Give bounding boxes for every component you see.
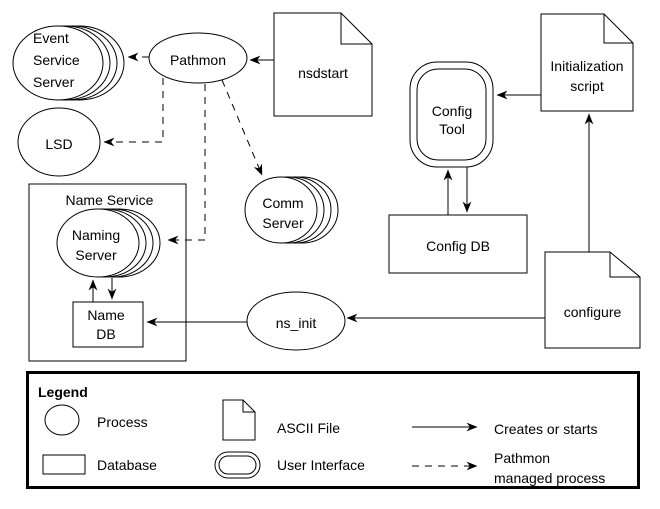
- legend-creates-or-starts-label: Creates or starts: [494, 421, 598, 437]
- dashed-arrow-pathmon-to-commserver: [221, 79, 263, 176]
- name-db-label: Name DB: [87, 307, 125, 342]
- name-db-rect: [72, 301, 144, 348]
- comm-server-label: Comm Server: [262, 195, 304, 231]
- event-service-server-stack: [12, 25, 125, 101]
- config-tool-label: Config Tool: [431, 103, 473, 137]
- legend-process-label: Process: [97, 414, 148, 430]
- legend-user-interface-label: User Interface: [277, 457, 365, 473]
- lsd-label: LSD: [45, 136, 73, 152]
- name-service-label: Name Service: [65, 192, 154, 208]
- config-db-rect: [388, 214, 528, 274]
- process-ellipse-icon: [44, 404, 80, 436]
- ns-init-label: ns_init: [275, 315, 317, 331]
- nsdstart-label: nsdstart: [298, 65, 348, 81]
- pathmon-label: Pathmon: [169, 52, 227, 68]
- configure-label: configure: [563, 304, 622, 320]
- configure-file-icon: [544, 251, 641, 349]
- legend-ascii-file-label: ASCII File: [277, 420, 341, 436]
- ns-init-ellipse: [246, 291, 346, 351]
- config-db-label: Config DB: [426, 238, 490, 254]
- naming-server-stack: [56, 208, 161, 278]
- config-tool-ui-icon: [409, 61, 494, 168]
- database-rect-icon: [42, 454, 86, 475]
- comm-server-stack: [244, 176, 339, 244]
- lsd-ellipse: [17, 107, 101, 177]
- user-interface-icon: [214, 451, 261, 479]
- naming-server-label: Naming Server: [71, 227, 121, 263]
- legend-pathmon-managed-label: Pathmon managed process: [494, 450, 606, 486]
- nsdstart-file-icon: [273, 12, 373, 117]
- ascii-file-icon: [222, 399, 256, 441]
- name-service-box: [28, 183, 187, 362]
- event-service-server-label: Event Service Server: [33, 30, 80, 90]
- pathmon-ellipse: [148, 32, 248, 84]
- legend-database-label: Database: [97, 457, 157, 473]
- legend-box: [26, 371, 640, 489]
- legend-title: Legend: [38, 384, 88, 400]
- dashed-arrow-pathmon-to-namingserver: [167, 84, 206, 245]
- initialization-script-label: Initialization script: [550, 58, 624, 94]
